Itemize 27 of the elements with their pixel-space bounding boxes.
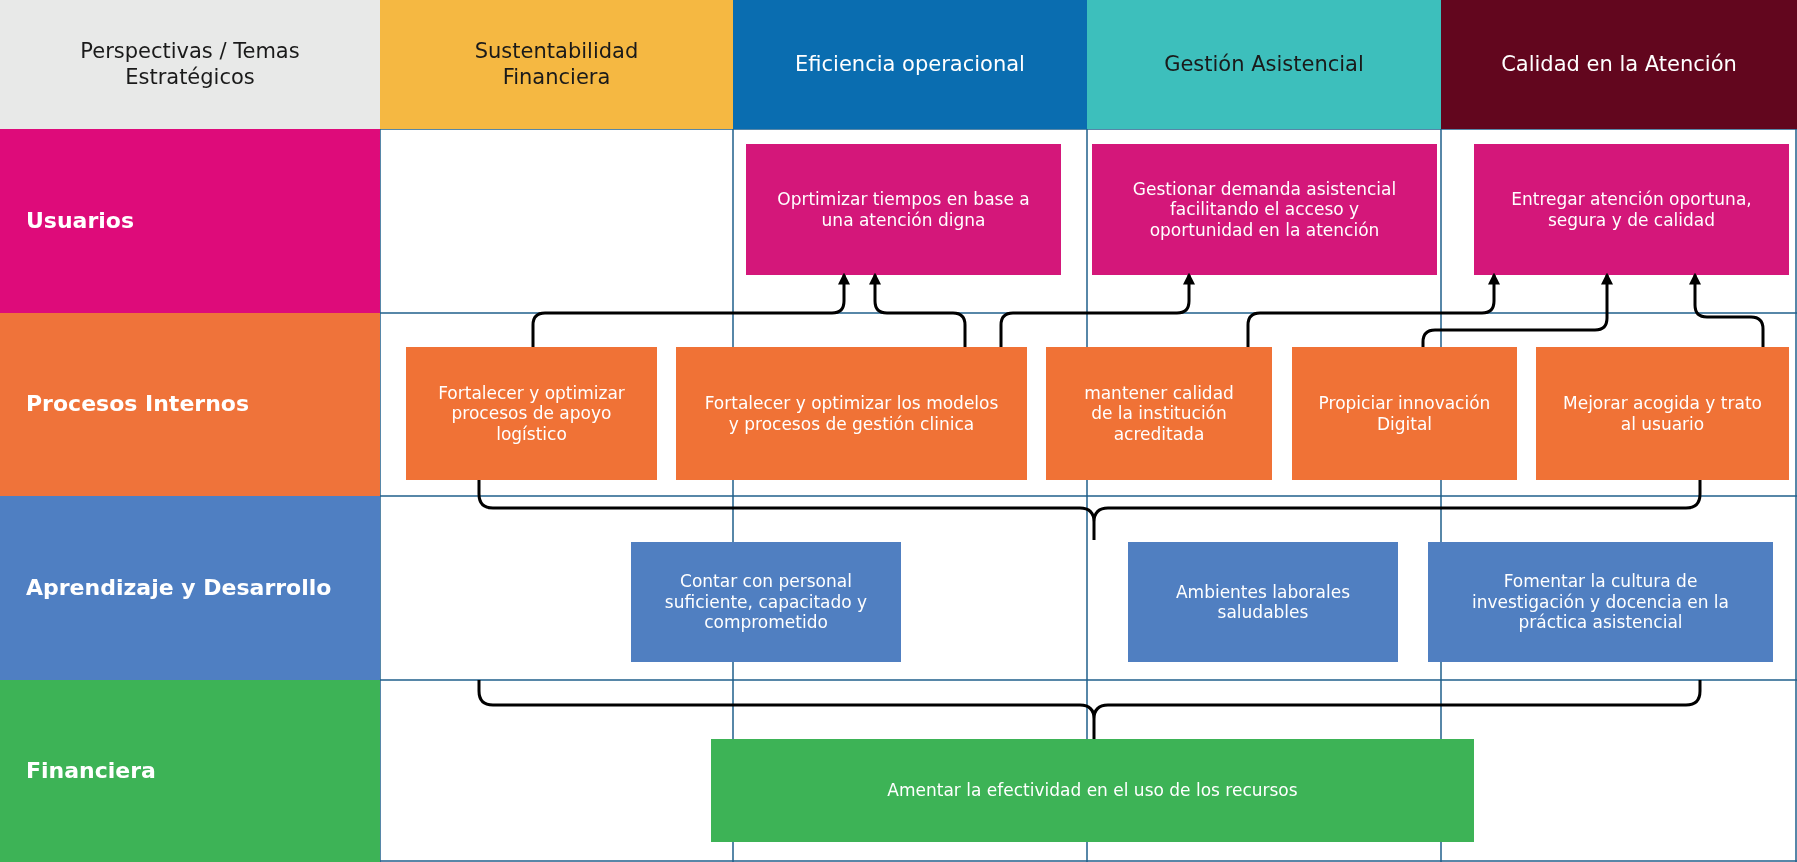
objective-box: Gestionar demanda asistencial facilitando el acceso y oportunidad en la atención xyxy=(1092,144,1437,275)
objective-box: Entregar atención oportuna, segura y de calidad xyxy=(1474,144,1789,275)
row-header: Financiera xyxy=(0,680,380,862)
column-header: Gestión Asistencial xyxy=(1087,0,1441,129)
objective-box: Fortalecer y optimizar procesos de apoyo logístico xyxy=(406,347,657,480)
row-header: Usuarios xyxy=(0,129,380,313)
arrow xyxy=(531,272,850,347)
arrow xyxy=(1421,272,1613,347)
objective-box: Ambientes laborales saludables xyxy=(1128,542,1398,662)
objective-box: Mejorar acogida y trato al usuario xyxy=(1536,347,1789,480)
column-header: Calidad en la Atención xyxy=(1441,0,1797,129)
objective-box: mantener calidad de la institución acreditada xyxy=(1046,347,1272,480)
arrow xyxy=(1689,272,1765,347)
objective-box: Propiciar innovación Digital xyxy=(1292,347,1517,480)
arrow xyxy=(1246,272,1500,347)
column-header: Perspectivas / Temas Estratégicos xyxy=(0,0,380,129)
row-header: Aprendizaje y Desarrollo xyxy=(0,496,380,680)
objective-box: Fomentar la cultura de investigación y docencia en la práctica asistencial xyxy=(1428,542,1773,662)
arrow xyxy=(999,272,1195,347)
objective-box: Fortalecer y optimizar los modelos y procesos de gestión clinica xyxy=(676,347,1027,480)
arrow xyxy=(869,272,967,347)
row-header: Procesos Internos xyxy=(0,313,380,496)
column-header: Sustentabilidad Financiera xyxy=(380,0,733,129)
objective-box: Amentar la efectividad en el uso de los recursos xyxy=(711,739,1474,842)
column-header: Eficiencia operacional xyxy=(733,0,1087,129)
objective-box: Oprtimizar tiempos en base a una atención digna xyxy=(746,144,1061,275)
objective-box: Contar con personal suficiente, capacitado y comprometido xyxy=(631,542,901,662)
